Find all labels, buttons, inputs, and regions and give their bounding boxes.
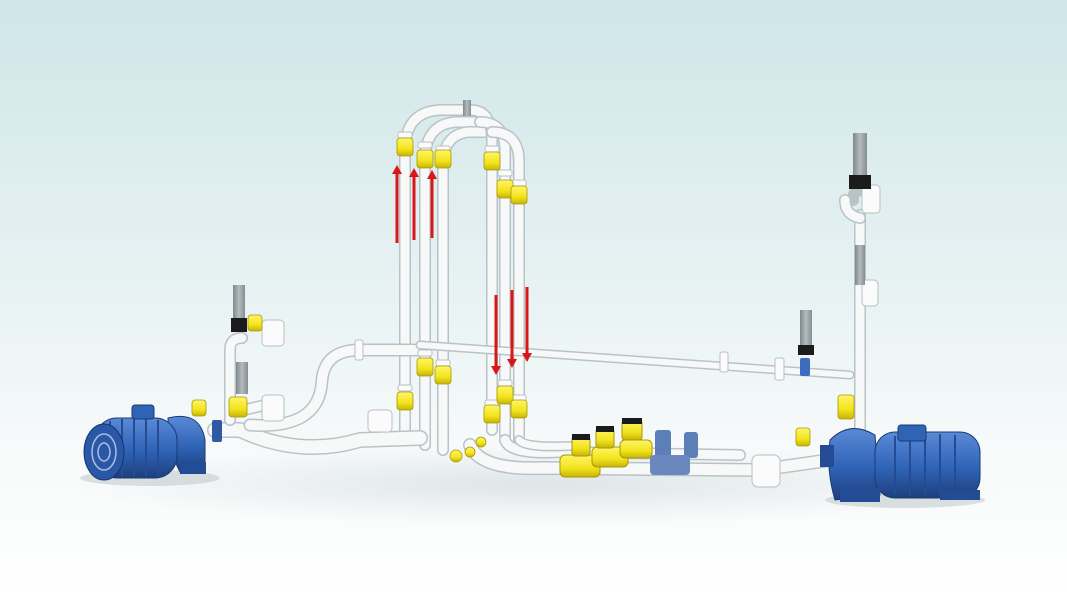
- flange-large: [751, 454, 781, 488]
- flow-arrow-down-icon: [507, 290, 517, 368]
- flow-meters: [212, 358, 810, 478]
- motor-pump-icon: [897, 424, 927, 442]
- blue-fitting: [684, 432, 698, 458]
- flange: [417, 141, 433, 149]
- valve-icon: [247, 314, 263, 332]
- motor-body: [874, 431, 981, 499]
- flange: [397, 384, 413, 392]
- flange: [497, 169, 513, 177]
- valve-icon: [837, 394, 855, 420]
- flange-large: [261, 319, 285, 347]
- valve-handwheel-icon: [449, 449, 463, 463]
- valve-icon: [483, 151, 501, 171]
- pipe-network: [207, 104, 868, 477]
- motor-pump-icon: [83, 423, 125, 481]
- flange: [497, 379, 513, 387]
- left-pump: [80, 404, 220, 486]
- flange: [484, 145, 500, 153]
- valve-icon: [416, 357, 434, 377]
- flow-meter-icon: [619, 418, 653, 459]
- valve-icon: [510, 399, 528, 419]
- valves: [191, 137, 855, 463]
- valve-icon: [228, 396, 248, 418]
- valve-icon: [396, 137, 414, 157]
- valve-icon: [795, 427, 811, 447]
- flange-large: [861, 184, 881, 214]
- flange-large: [861, 279, 879, 307]
- valve-icon: [434, 149, 452, 169]
- valve-icon: [191, 399, 207, 417]
- blue-fitting: [655, 430, 671, 460]
- flow-arrow-down-icon: [491, 295, 501, 375]
- pipe-up-2: [419, 116, 486, 451]
- flow-arrow-down-icon: [522, 287, 532, 362]
- sensor-middle: [800, 310, 812, 348]
- valve-handwheel-icon: [475, 436, 487, 448]
- flanges: [261, 131, 881, 488]
- flange: [354, 339, 364, 361]
- sensor-right-top: [853, 133, 867, 178]
- flow-meter-icon: [591, 426, 629, 468]
- flange: [719, 351, 729, 373]
- valve-icon: [496, 385, 514, 405]
- flange: [397, 131, 413, 139]
- sensor-left-bottom: [236, 362, 248, 394]
- sensor-left-top: [233, 285, 245, 320]
- flow-arrow-up-icon: [409, 168, 419, 240]
- flange-large: [367, 409, 393, 433]
- flange: [511, 179, 527, 187]
- flow-arrow-up-icon: [427, 170, 437, 238]
- downflow-pipes: [464, 104, 525, 446]
- flow-arrows: [392, 165, 532, 375]
- flow-meter-icon: [559, 434, 601, 478]
- flange: [774, 357, 785, 381]
- valve-handwheel-icon: [464, 446, 476, 458]
- valve-icon: [416, 149, 434, 169]
- valve-icon: [483, 404, 501, 424]
- right-pump: [820, 424, 985, 508]
- blue-fitting: [800, 358, 810, 376]
- upflow-pipes: [399, 104, 498, 456]
- blue-fitting: [212, 420, 222, 442]
- sensor-top-loop: [463, 100, 471, 116]
- valve-icon: [396, 391, 414, 411]
- flange-large: [261, 394, 285, 422]
- flange: [417, 349, 433, 357]
- valve-icon: [510, 185, 528, 205]
- flow-arrow-up-icon: [392, 165, 402, 243]
- sensor-right-mid: [855, 245, 865, 285]
- blue-fitting: [650, 455, 690, 475]
- level-sensors: [231, 100, 871, 394]
- flange: [435, 359, 451, 367]
- valve-icon: [434, 365, 452, 385]
